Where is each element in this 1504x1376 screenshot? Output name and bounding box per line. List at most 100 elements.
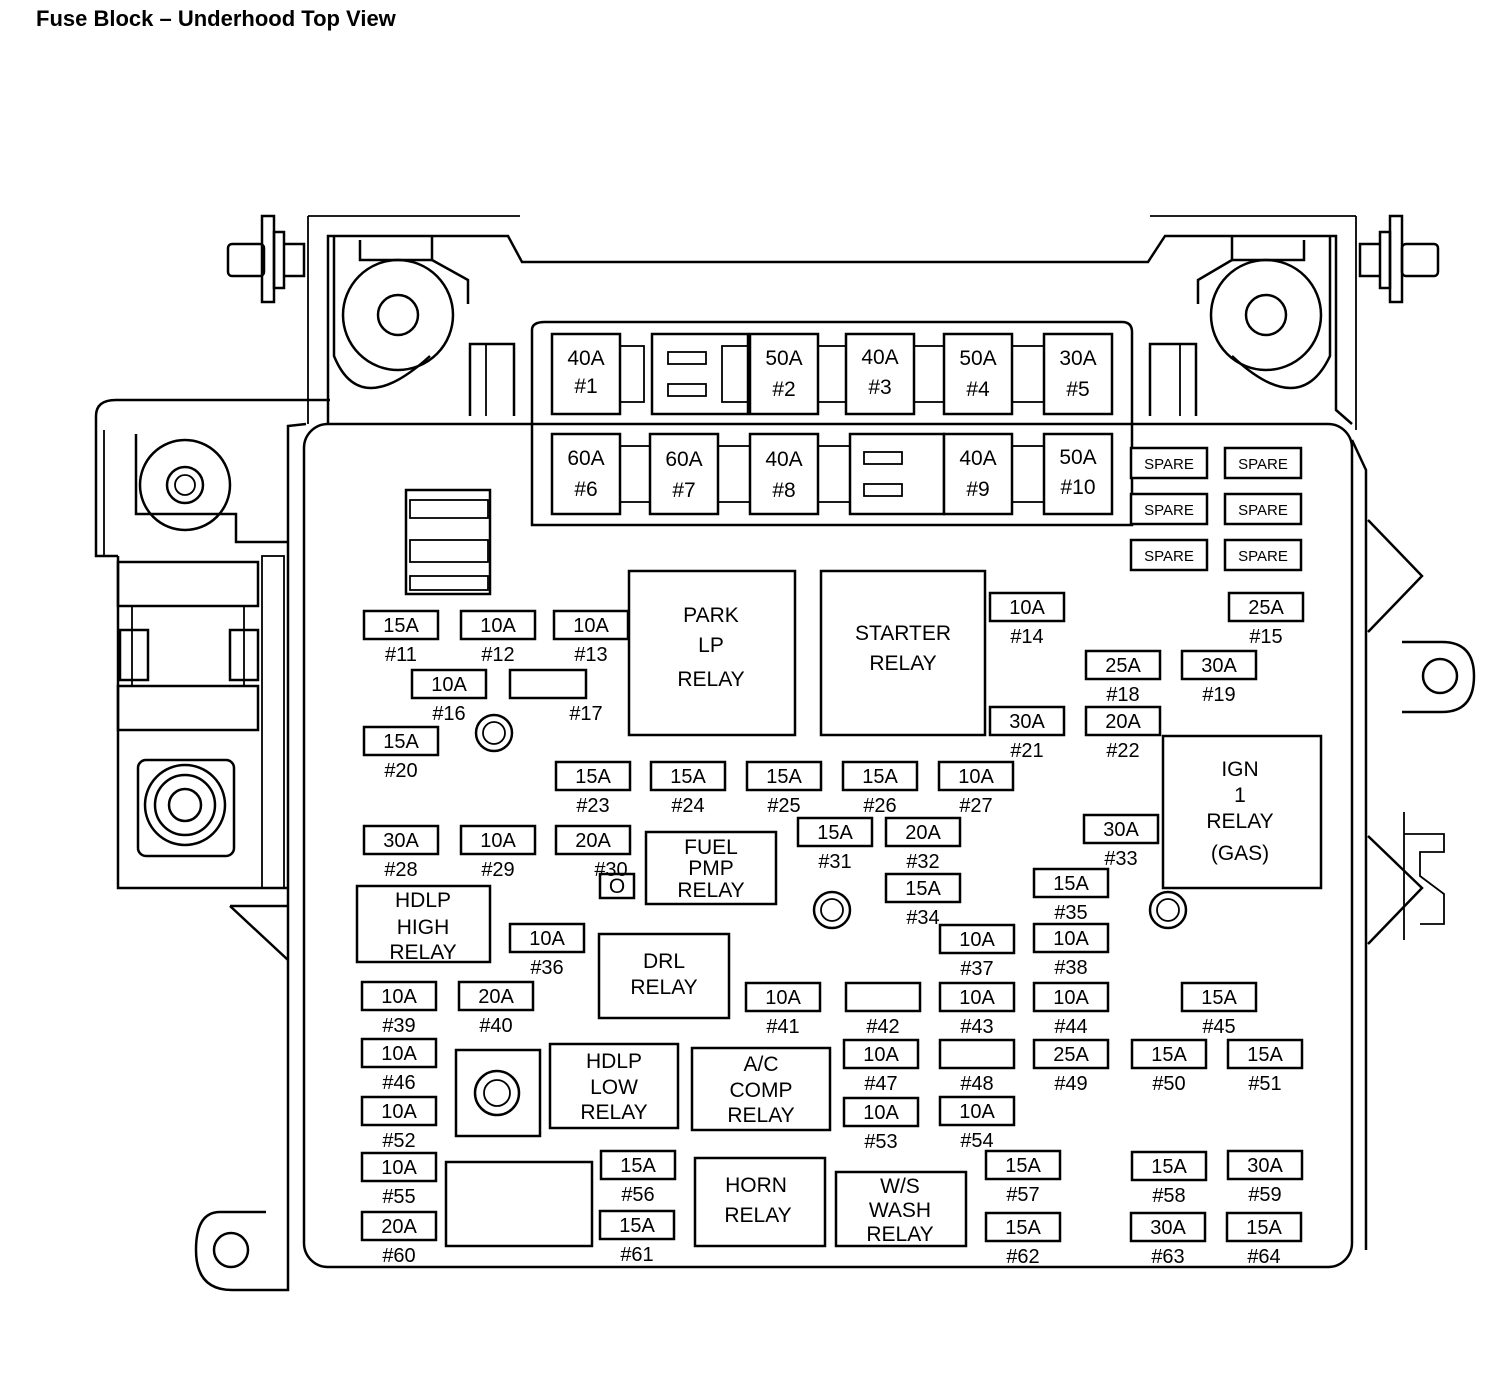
fuse-body [1180, 981, 1258, 1013]
mini-fuse-f30: 20A#30 [554, 824, 632, 881]
fuse-body [360, 1095, 438, 1127]
fuse-amp: 30A [1009, 711, 1045, 733]
fuse-body [362, 609, 440, 641]
fuse-amp: 10A [381, 1101, 417, 1123]
fuse-number: #4 [966, 378, 990, 401]
fuse-amp: 20A [905, 822, 941, 844]
fuse-body [360, 1210, 438, 1242]
fuse-number: #63 [1151, 1246, 1184, 1268]
fuse-amp: 10A [1009, 597, 1045, 619]
mini-fuse-f46: 10A#46 [360, 1037, 438, 1094]
fuse-number: #26 [863, 795, 896, 817]
fuse-number: #52 [382, 1130, 415, 1152]
page-title: Fuse Block – Underhood Top View [36, 6, 396, 31]
relay-drl: DRL RELAY [597, 932, 731, 1020]
mini-fuse-f43: 10A#43 [938, 981, 1016, 1038]
top-fuse-f2: 50A #2 [748, 332, 820, 416]
relay-hdlp-high: HDLP HIGH RELAY [355, 884, 492, 964]
fuse-number: #19 [1202, 684, 1235, 706]
fuse-body [1032, 1038, 1110, 1070]
fuse-body [1225, 1211, 1303, 1243]
fuse-amp: 10A [765, 987, 801, 1009]
fuse-number: #38 [1054, 957, 1087, 979]
fuse-number: #9 [966, 478, 989, 501]
relay-label-line: A/C [743, 1053, 778, 1076]
fuse-body [984, 1149, 1062, 1181]
fuse-body [360, 980, 438, 1012]
fuse-body [459, 824, 537, 856]
mini-fuse-f27: 10A#27 [937, 760, 1015, 817]
fuse-amp: 20A [1105, 711, 1141, 733]
fuse-body [649, 760, 727, 792]
mini-fuse-f39: 10A#39 [360, 980, 438, 1037]
mini-fuse-f34: 15A#34 [884, 872, 962, 929]
fuse-amp: 15A [862, 766, 898, 788]
fuse-number: #53 [864, 1131, 897, 1153]
fuse-body [938, 923, 1016, 955]
mini-fuse-f20: 15A#20 [362, 725, 440, 782]
fuse-amp: 15A [575, 766, 611, 788]
relay-ign1: IGN 1 RELAY (GAS) [1161, 734, 1323, 890]
fuse-number: #40 [479, 1015, 512, 1037]
relay-label-line: LOW [590, 1076, 638, 1099]
mini-fuse-f15: 25A#15 [1227, 591, 1305, 648]
fuse-body [884, 872, 962, 904]
fuse-number: #1 [574, 375, 597, 398]
small-marker: O [609, 875, 625, 898]
top-fuse-f9: 40A #9 [942, 432, 1045, 516]
mini-fuse-f22: 20A#22 [1084, 705, 1162, 762]
fuse-amp: 50A [765, 347, 802, 370]
fuse-number: #20 [384, 760, 417, 782]
fuse-amp: 10A [529, 928, 565, 950]
fuse-body [1082, 813, 1160, 845]
fuse-number: #51 [1248, 1073, 1281, 1095]
fuse-number: #2 [772, 378, 795, 401]
mini-fuse-f51: 15A#51 [1226, 1038, 1304, 1095]
relay-ac-comp: A/C COMP RELAY [690, 1046, 832, 1132]
relay-label-line: W/S [880, 1175, 920, 1198]
relay-label-line: PARK [683, 604, 739, 627]
top-fuse-f3: 40A #3 [844, 332, 916, 416]
fuse-amp: 15A [817, 822, 853, 844]
mini-fuse-f37: 10A#37 [938, 923, 1016, 980]
relay-label-line: (GAS) [1211, 842, 1269, 865]
fuse-number: #8 [772, 479, 795, 502]
fuse-amp: 30A [1103, 819, 1139, 841]
fuse-body [988, 705, 1066, 737]
mini-fuse-f41: 10A#41 [744, 981, 822, 1038]
fuse-amp: 10A [573, 615, 609, 637]
fuse-body [938, 1038, 1016, 1070]
fuse-number: #24 [671, 795, 704, 817]
fuse-amp: 30A [1059, 347, 1096, 370]
fuse-amp: 15A [1246, 1217, 1282, 1239]
mini-fuse-f53: 10A#53 [842, 1096, 920, 1153]
fuse-number: #3 [868, 376, 891, 399]
mini-fuse-f13: 10A#13 [552, 609, 630, 666]
fuse-body [937, 760, 1015, 792]
fuse-amp: 15A [905, 878, 941, 900]
fuse-number: #58 [1152, 1185, 1185, 1207]
fuse-amp: 15A [766, 766, 802, 788]
mini-fuse-f55: 10A#55 [360, 1151, 438, 1208]
fuse-body [360, 1151, 438, 1183]
fuse-amp: 10A [959, 1101, 995, 1123]
fuse-body [842, 1038, 920, 1070]
fuse-body [984, 1211, 1062, 1243]
relay-hdlp-low: HDLP LOW RELAY [548, 1042, 680, 1130]
spare-label: SPARE [1238, 548, 1288, 565]
fuse-body [842, 1096, 920, 1128]
fuse-number: #62 [1006, 1246, 1039, 1268]
fuse-amp: 10A [1053, 987, 1089, 1009]
mini-fuse-f25: 15A#25 [745, 760, 823, 817]
fuse-number: #45 [1202, 1016, 1235, 1038]
fuse-number: #7 [672, 479, 695, 502]
spare-label: SPARE [1144, 548, 1194, 565]
small-marker-box [598, 872, 636, 900]
relay-starter: STARTER RELAY [819, 569, 987, 737]
mini-fuse-f31: 15A#31 [796, 816, 874, 873]
mini-fuse-f62: 15A#62 [984, 1211, 1062, 1268]
mini-fuse-f44: 10A#44 [1032, 981, 1110, 1038]
mini-fuse-f57: 15A#57 [984, 1149, 1062, 1206]
relay-label-line: HORN [725, 1174, 787, 1197]
fuse-body [796, 816, 874, 848]
